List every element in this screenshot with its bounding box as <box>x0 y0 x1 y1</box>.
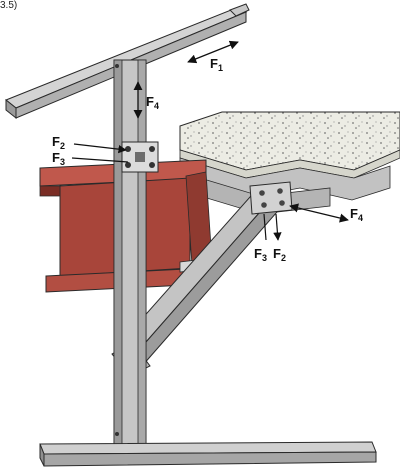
force-labels: F1 F4 F2 F3 F4 F3 F2 <box>52 56 363 263</box>
column-connection-plate <box>121 141 159 173</box>
force-label-f3-left: F3 <box>52 150 65 167</box>
cutoff-text: 3.5) <box>0 0 17 11</box>
force-label-f4-top: F4 <box>146 94 159 111</box>
f2-arrow-left <box>73 143 127 154</box>
f3-arrow-left <box>71 157 129 163</box>
vertical-column <box>113 59 147 459</box>
f1-arrow <box>187 40 239 64</box>
force-label-f3-right: F3 <box>254 246 267 263</box>
force-label-f1: F1 <box>210 56 223 73</box>
bottom-channel-rail <box>39 441 377 467</box>
force-arrows <box>71 40 349 241</box>
force-label-f2-right: F2 <box>273 246 286 263</box>
f2-arrow-right <box>273 213 282 241</box>
force-label-f4-right: F4 <box>350 206 363 223</box>
f4-horizontal-arrow <box>289 203 349 223</box>
force-label-f2-left: F2 <box>52 134 65 151</box>
brace-connection-plate <box>249 181 293 215</box>
f3-arrow-right <box>263 213 267 241</box>
concrete-slab <box>179 111 400 179</box>
